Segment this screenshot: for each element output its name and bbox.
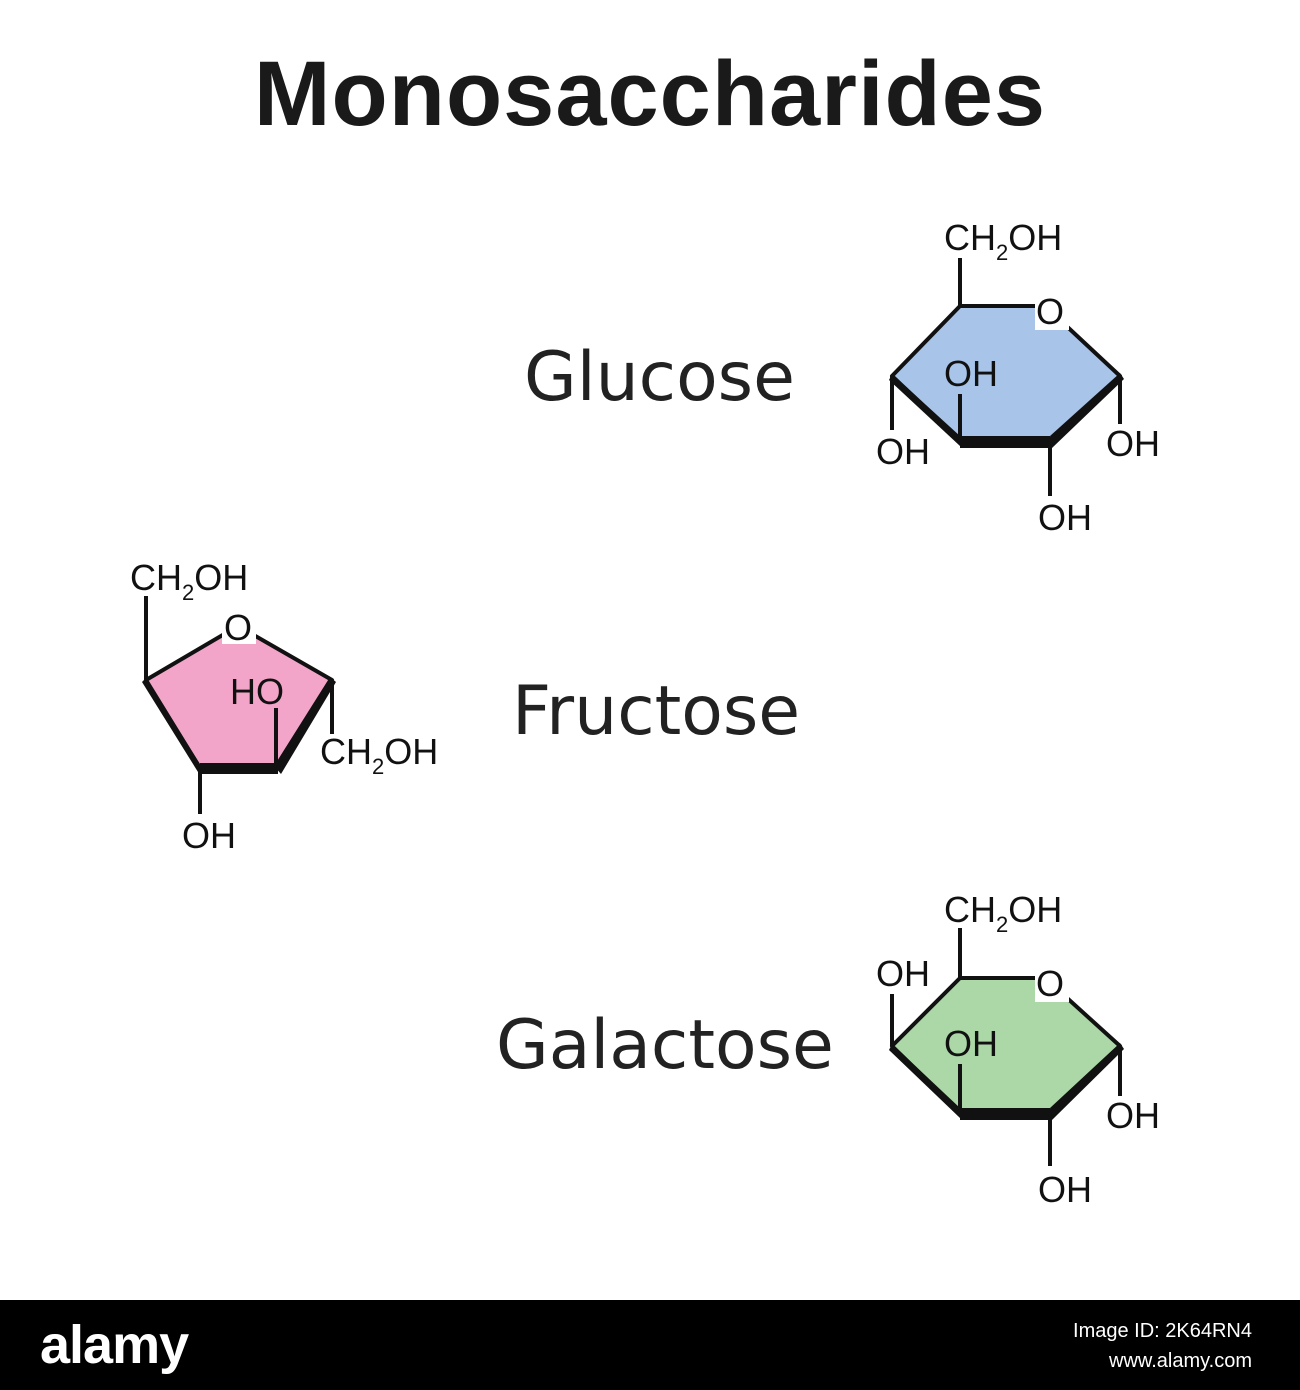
structures-diagram: CH2OH O OH OH OH OH CH2OH O HO CH2OH OH bbox=[130, 217, 1160, 1210]
fructose-front-edge bbox=[142, 678, 200, 772]
glucose-oh-c2: OH bbox=[1038, 497, 1092, 538]
glucose-oh-c3: OH bbox=[944, 353, 998, 394]
galactose-front-edge bbox=[960, 1108, 1050, 1120]
glucose-ring-oxygen: O bbox=[1036, 291, 1064, 332]
glucose-front-edge bbox=[960, 436, 1050, 448]
fructose-oh-bottom: OH bbox=[182, 815, 236, 856]
galactose-ring-oxygen: O bbox=[1036, 963, 1064, 1004]
galactose-ch2oh-label: CH2OH bbox=[944, 889, 1062, 937]
glucose-front-edge bbox=[1050, 373, 1124, 448]
fructose-ch2oh-right-label: CH2OH bbox=[320, 731, 438, 779]
fructose-front-edge bbox=[274, 677, 336, 774]
galactose-ring bbox=[890, 976, 1122, 1114]
fructose-structure: CH2OH O HO CH2OH OH bbox=[130, 557, 438, 856]
galactose-o-gap bbox=[1035, 964, 1069, 1002]
galactose-front-edge bbox=[1050, 1043, 1124, 1120]
galactose-oh-c2: OH bbox=[1038, 1169, 1092, 1210]
site-url: www.alamy.com bbox=[1109, 1350, 1252, 1372]
galactose-oh-c3: OH bbox=[944, 1023, 998, 1064]
image-id: Image ID: 2K64RN4 bbox=[1073, 1320, 1252, 1342]
glucose-structure: CH2OH O OH OH OH OH bbox=[876, 217, 1160, 538]
alamy-logo: alamy bbox=[40, 1315, 189, 1375]
galactose-front-edge bbox=[889, 1044, 960, 1118]
galactose-oh-c4-top: OH bbox=[876, 953, 930, 994]
glucose-ch2oh-label: CH2OH bbox=[944, 217, 1062, 265]
glucose-oh-c4: OH bbox=[876, 431, 930, 472]
fructose-o-gap bbox=[222, 608, 256, 644]
fructose-ch2oh-top-label: CH2OH bbox=[130, 557, 248, 605]
fructose-front-edge bbox=[200, 763, 278, 774]
page-title: Monosaccharides bbox=[253, 43, 1047, 145]
glucose-name: Glucose bbox=[524, 338, 795, 417]
watermark-footer: alamy Image ID: 2K64RN4 www.alamy.com bbox=[0, 1300, 1300, 1390]
glucose-ring bbox=[890, 304, 1122, 442]
fructose-name: Fructose bbox=[512, 672, 801, 751]
stock-info: Image ID: 2K64RN4 www.alamy.com bbox=[1073, 1316, 1252, 1376]
glucose-o-gap bbox=[1035, 292, 1069, 330]
glucose-front-edge bbox=[889, 374, 960, 446]
fructose-ho-c3: HO bbox=[230, 671, 284, 712]
galactose-name: Galactose bbox=[496, 1006, 834, 1085]
glucose-oh-c1: OH bbox=[1106, 423, 1160, 464]
galactose-oh-c1: OH bbox=[1106, 1095, 1160, 1136]
fructose-ring-oxygen: O bbox=[224, 607, 252, 648]
galactose-structure: CH2OH OH O OH OH OH bbox=[876, 889, 1160, 1210]
